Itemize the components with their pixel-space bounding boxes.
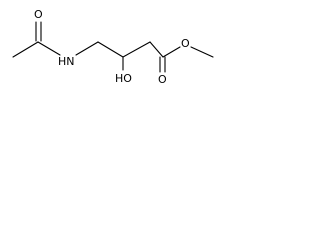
amide-nitrogen-label: HN [58,55,75,68]
bond-methyl-acetyl [12,41,39,58]
acetyl-carbonyl-oxygen-label: O [34,8,43,21]
bond-choh-ch2 [122,41,151,58]
bond-ch2-ester-c [149,41,164,58]
hydroxyl-label: HO [115,72,132,85]
ester-oxygen-label: O [181,37,190,50]
bond-ch2-choh [97,41,124,58]
bond-n-ch2 [75,41,99,56]
ester-carbonyl-oxygen-label: O [158,73,167,86]
bond-acetyl-n [37,41,61,56]
structural-formula: O HN HO O O [12,8,214,86]
bond-ester-c-o [162,46,181,58]
bond-o-methyl [190,46,214,58]
